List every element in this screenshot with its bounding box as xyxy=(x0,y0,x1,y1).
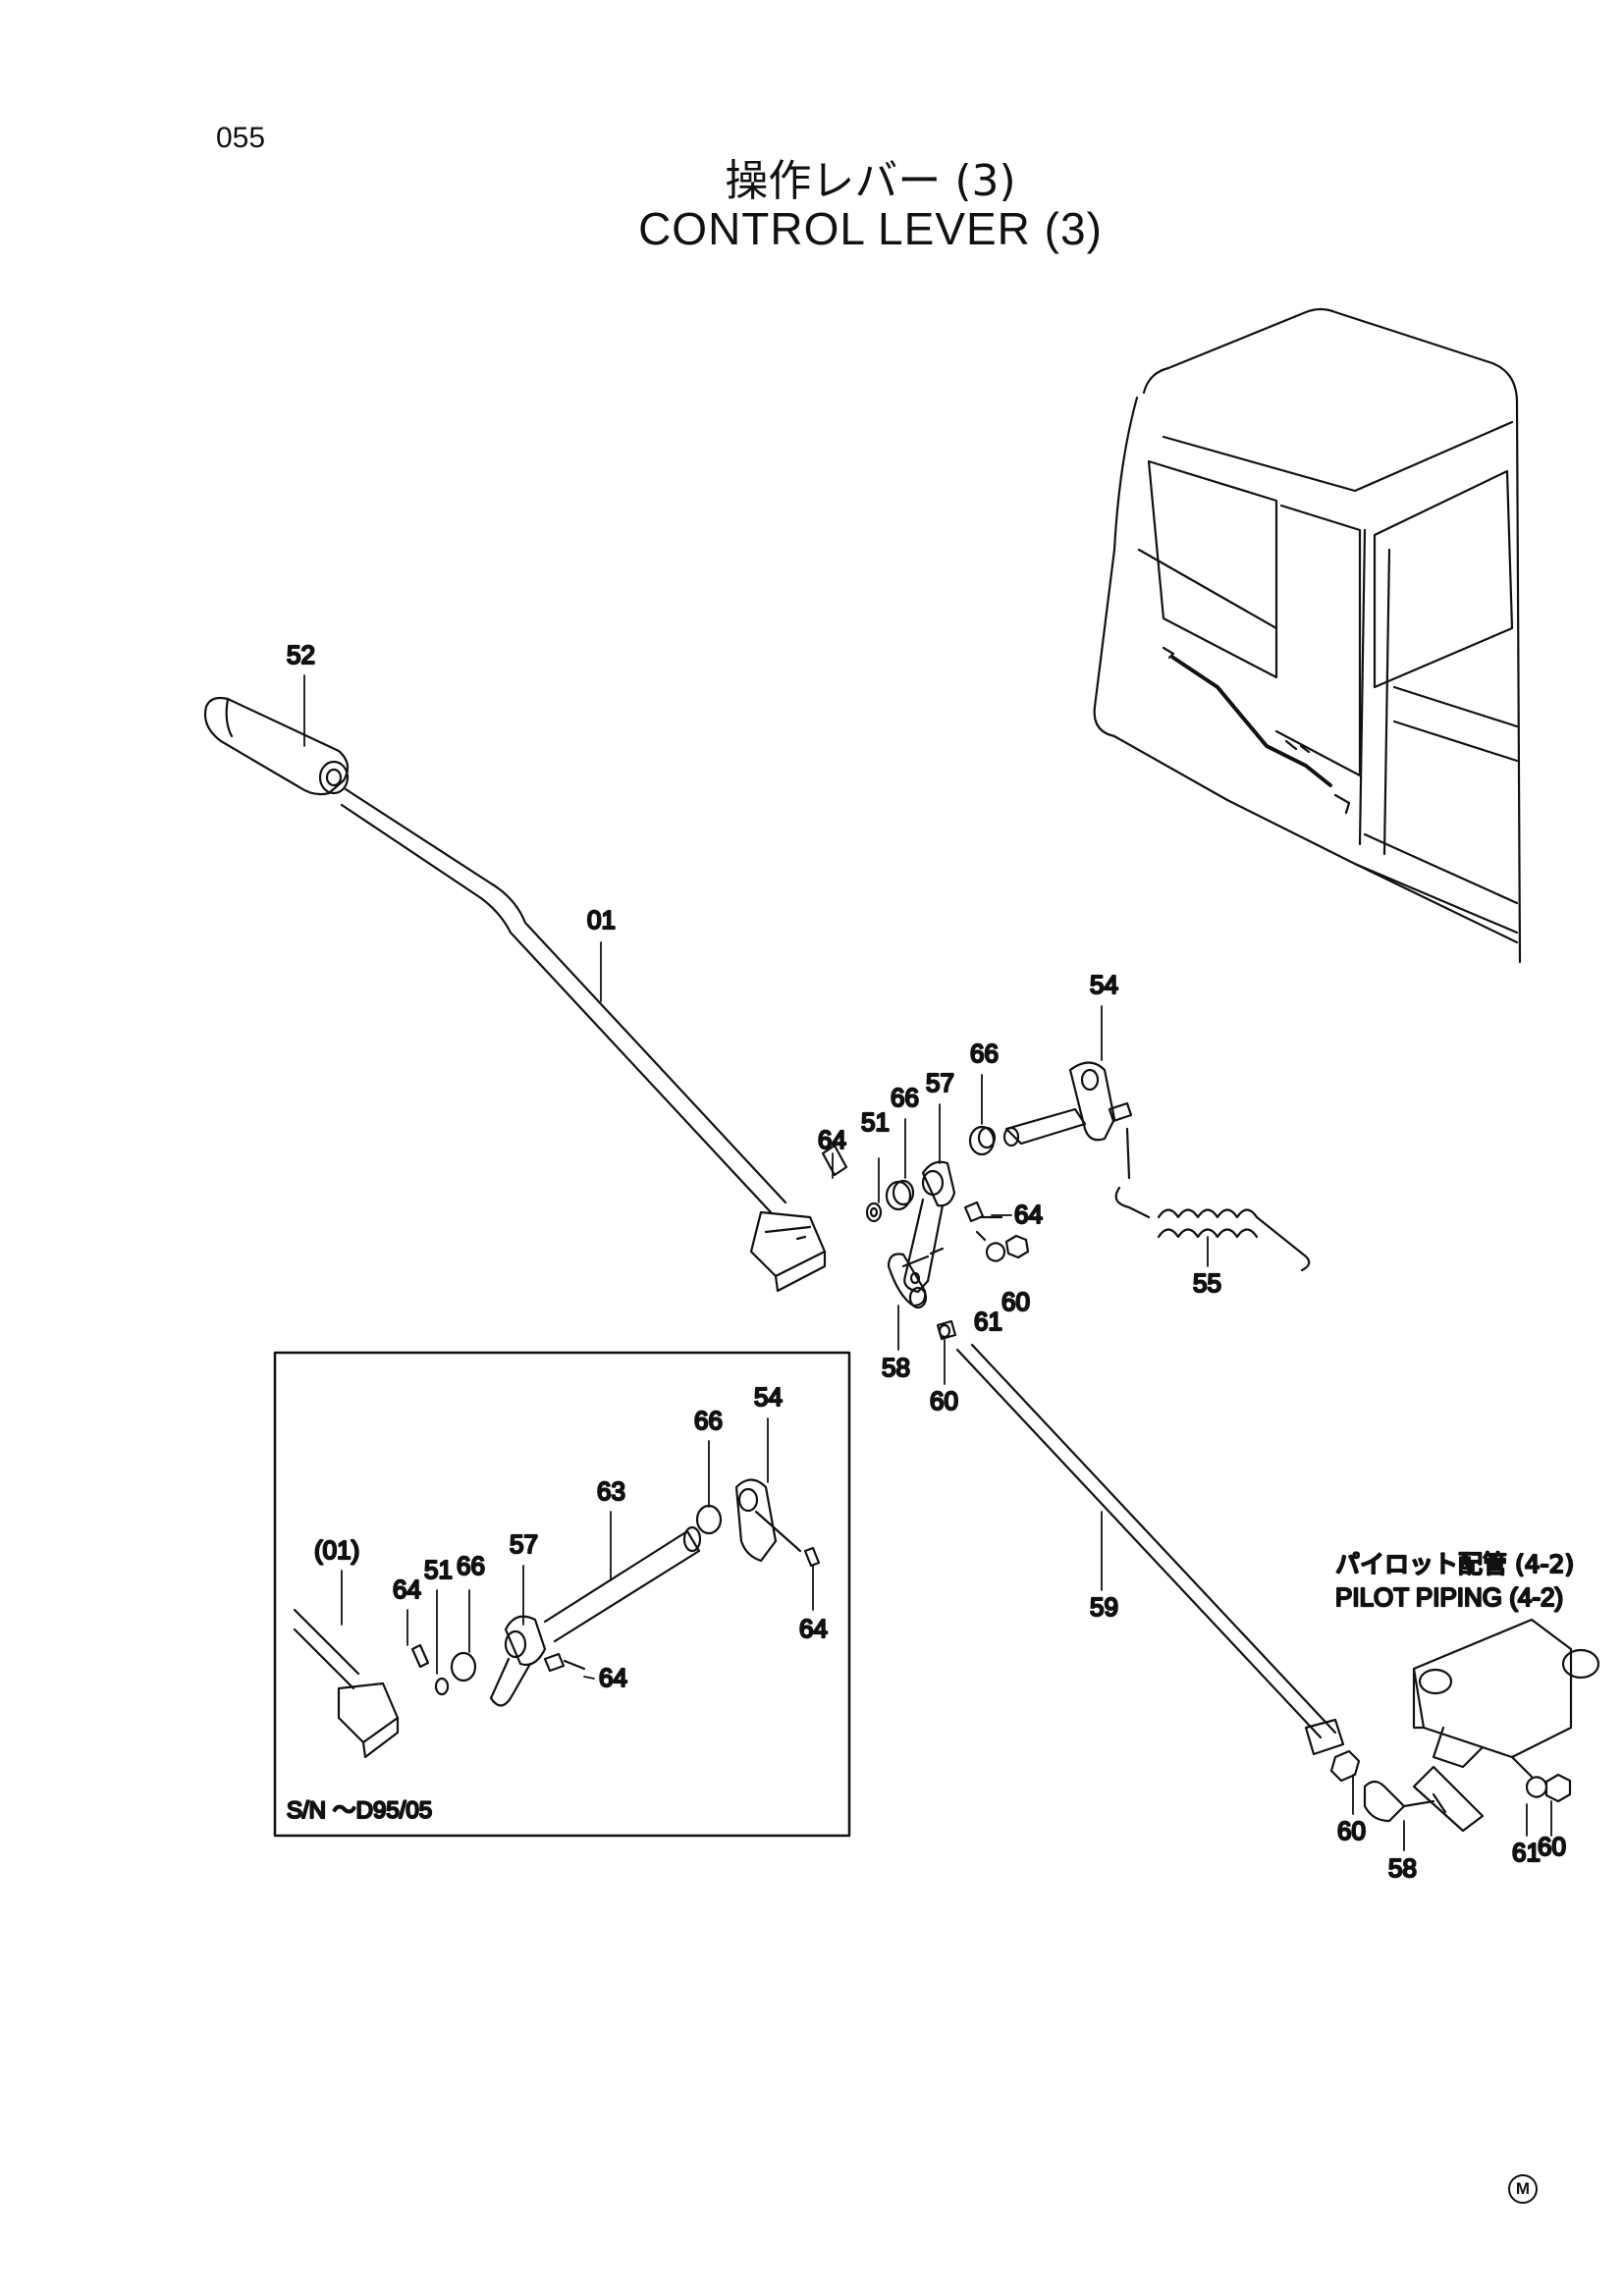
reference-english: PILOT PIPING (4-2) xyxy=(1335,1582,1563,1612)
inset-callout-66-upper: 66 xyxy=(694,1406,723,1435)
callout-59: 59 xyxy=(1090,1592,1118,1622)
callout-55: 55 xyxy=(1193,1268,1221,1298)
inset-callout-01: (01) xyxy=(314,1535,359,1565)
cab-illustration xyxy=(1093,307,1522,964)
page-number: 055 xyxy=(216,122,266,154)
callout-57: 57 xyxy=(926,1068,954,1097)
callout-54: 54 xyxy=(1090,970,1118,999)
title-japanese: 操作レバー (3) xyxy=(725,156,1016,206)
callout-51: 51 xyxy=(861,1107,890,1137)
leader-lines xyxy=(303,674,1552,1851)
title-english: CONTROL LEVER (3) xyxy=(638,203,1103,254)
callout-60-middle: 60 xyxy=(930,1386,958,1415)
callout-52: 52 xyxy=(287,640,315,669)
inset-callout-51: 51 xyxy=(424,1555,453,1584)
inset-callout-64-left: 64 xyxy=(393,1575,421,1604)
callout-64-upper: 64 xyxy=(818,1125,846,1154)
circled-m-mark: M xyxy=(1508,2174,1538,2204)
callout-64-right: 64 xyxy=(1014,1200,1043,1229)
inset-callout-57: 57 xyxy=(510,1529,538,1559)
callout-58-upper: 58 xyxy=(882,1353,910,1382)
callout-60-lower-right: 60 xyxy=(1538,1832,1566,1861)
reference-japanese: パイロット配管 (4-2) xyxy=(1335,1550,1574,1578)
callout-66-lower: 66 xyxy=(891,1083,919,1112)
inset-illustration xyxy=(293,1478,821,1759)
pilot-valve xyxy=(1412,1618,1600,1833)
inset-callout-63: 63 xyxy=(597,1476,625,1506)
callout-01: 01 xyxy=(587,905,616,934)
inset-callout-66-lower: 66 xyxy=(457,1551,485,1580)
inset-frame xyxy=(273,1351,851,1838)
callout-66-upper: 66 xyxy=(970,1039,999,1068)
control-lever xyxy=(203,696,827,1293)
callout-61-upper: 61 xyxy=(974,1307,1002,1336)
callout-58-lower: 58 xyxy=(1388,1853,1417,1883)
linkage-parts xyxy=(821,1061,1447,1823)
inset-callout-54: 54 xyxy=(754,1382,783,1412)
inset-serial-note: S/N ～D95/05 xyxy=(287,1797,432,1824)
callout-60-lower-left: 60 xyxy=(1337,1816,1366,1845)
inset-callout-64-right: 64 xyxy=(799,1614,828,1643)
callout-61-lower: 61 xyxy=(1512,1838,1541,1867)
inset-callout-64-bottom: 64 xyxy=(599,1663,627,1692)
callout-60-upper: 60 xyxy=(1001,1287,1030,1316)
